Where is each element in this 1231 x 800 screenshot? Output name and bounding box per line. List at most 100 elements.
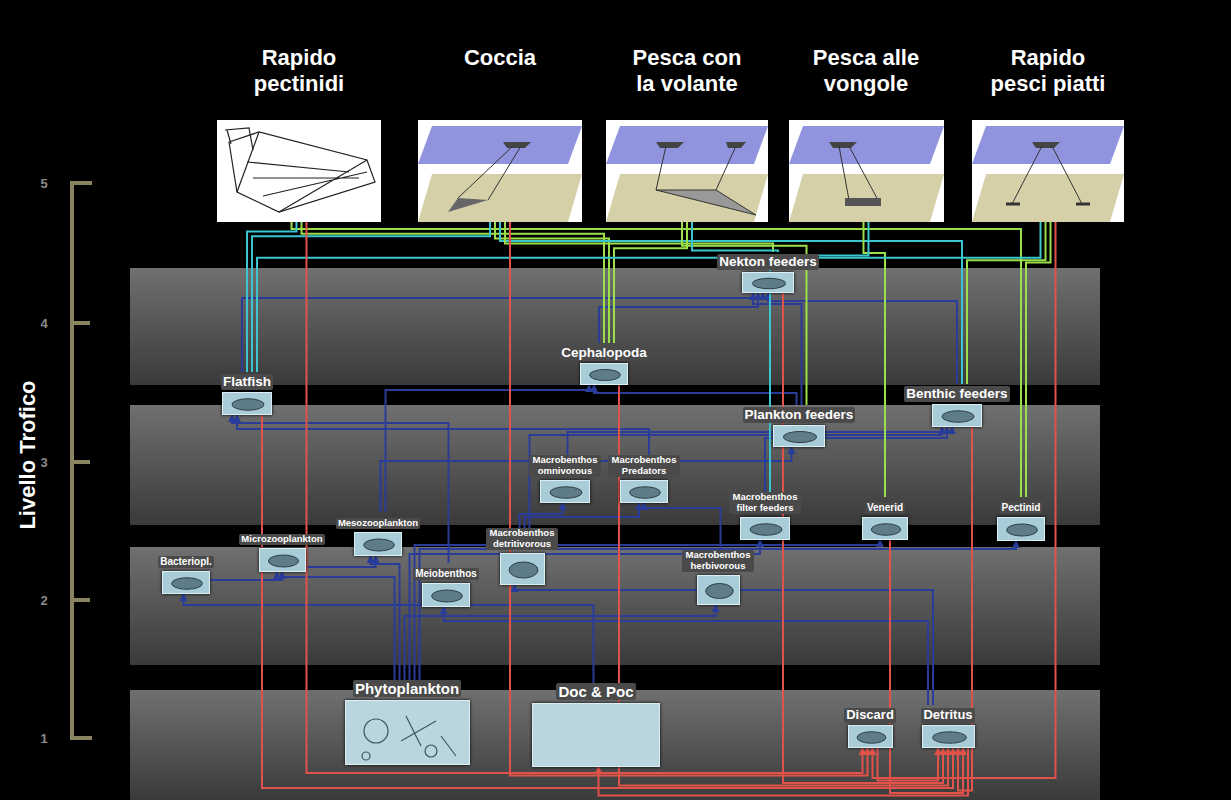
organism-icon [422,583,470,607]
axis-tick-number: 3 [40,455,47,470]
fishing-gear: Rapido pesci piatti [972,45,1124,222]
fishing-gear: Pesca con la volante [606,45,768,222]
group-label: Macrobenthos detritivorous [486,528,558,550]
group-label: Cephalopoda [559,345,649,361]
food-web-group: Macrobenthos Predators [608,455,680,503]
food-web-group: Pectinid [991,497,1051,541]
group-label: Meiobenthos [413,568,479,580]
food-web-group: Meiobenthos [410,563,482,607]
axis-tick-number: 4 [40,316,47,331]
catch-link [864,222,886,497]
organism-icon [259,548,306,572]
food-web-group: Discard [835,705,905,748]
flow-link [619,385,948,786]
organism-icon [862,517,908,540]
group-label: Detritus [921,708,974,723]
organism-icon [354,532,402,556]
trophic-link [599,293,758,343]
catch-link [247,222,297,372]
gear-title: Pesca alle vongole [802,45,931,98]
gear-illustration [217,120,381,222]
food-web-group: Flatfish [207,372,287,415]
trophic-link [420,541,1017,680]
group-label: Venerid [865,502,905,514]
trophic-link [594,385,797,405]
food-web-group: Nekton feeders [708,252,828,293]
trophic-link [405,605,716,680]
gear-title: Rapido pectinidi [235,45,364,98]
catch-link [682,222,807,405]
group-label: Nekton feeders [717,254,819,270]
group-label: Macrobenthos Predators [608,455,680,477]
food-web-group: Detritus [913,705,983,748]
trophic-link [765,427,947,492]
food-web-group: Mesozooplankton [330,512,426,556]
gear-illustration [789,120,944,222]
flow-link [873,222,1056,778]
organism-icon [740,517,790,540]
trophic-link [371,556,400,680]
organism-icon [580,363,628,385]
food-web-group: Macrobenthos detritivorous [486,528,558,585]
trophic-link [520,503,563,528]
organism-icon [773,425,825,447]
organism-icon [697,575,740,605]
trophic-link [232,415,449,563]
catch-link [292,222,1022,497]
trophic-link [237,415,649,455]
flow-link [510,222,868,776]
organism-icon [162,571,210,594]
group-label: Benthic feeders [904,386,1009,402]
trophic-link [242,293,763,372]
axis-title: Livello Trofico [15,380,41,529]
organism-icon [532,703,660,767]
organism-icon [997,517,1045,541]
catch-link [967,222,1046,384]
trophic-link [568,427,953,455]
food-web-group: Venerid [855,497,915,540]
group-label: Macrobenthos filter feeders [729,492,801,514]
trophic-link [525,503,640,528]
trophic-link [277,572,395,680]
catch-link [257,222,1041,372]
food-web-group: Benthic feeders [892,384,1022,427]
catch-link [1026,222,1051,497]
trophic-link [644,503,721,550]
flow-link [890,540,963,793]
axis-tick-number: 2 [40,593,47,608]
gear-title: Coccia [462,45,538,71]
group-label: Flatfish [221,374,273,390]
organism-icon [500,553,545,585]
organism-icon [932,404,982,427]
food-web-group: Macrobenthos herbivorous [682,550,754,605]
fishing-gear: Rapido pectinidi [217,45,381,222]
group-label: Macrobenthos herbivorous [682,550,754,572]
organism-icon [620,480,668,503]
food-web-group: Phytoplankton [337,680,477,765]
trophic-link [530,427,943,528]
food-web-group: Bacteriopl. [151,551,221,594]
food-web-group: Plankton feeders [734,405,864,447]
organism-icon [848,725,893,748]
trophic-link [768,293,957,384]
group-label: Bacteriopl. [158,556,214,568]
group-label: Macrobenthos omnivorous [529,455,601,477]
group-label: Mesozooplankton [336,518,420,529]
organism-icon [540,480,590,503]
gear-illustration [606,120,768,222]
flow-link [262,415,953,788]
gear-title: Pesca con la volante [623,45,752,98]
trophic-link [444,607,929,705]
axis-tick-number: 5 [40,176,47,191]
catch-link [614,222,687,343]
group-label: Pectinid [1000,502,1043,514]
group-label: Microzooplankton [239,534,324,545]
food-web-group: Doc & Poc [532,683,660,767]
fishing-gear: Pesca alle vongole [789,45,944,222]
food-web-group: Cephalopoda [549,343,659,385]
trophic-link [184,594,594,683]
gear-illustration [972,120,1124,222]
organism-icon [222,392,272,415]
catch-link [692,222,778,252]
gear-title: Rapido pesci piatti [984,45,1113,98]
